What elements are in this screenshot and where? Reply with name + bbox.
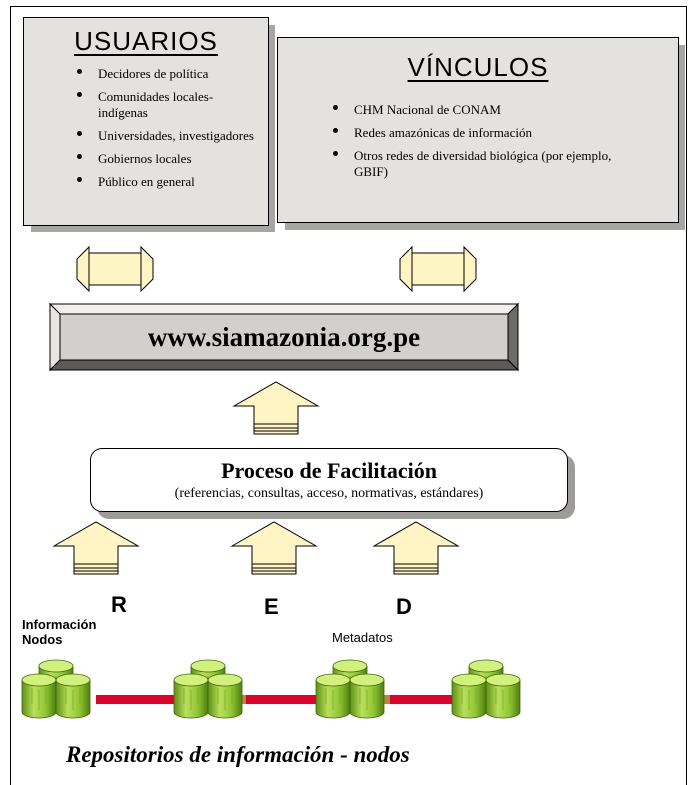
list-item: Redes amazónicas de información (328, 125, 648, 141)
proceso-box: Proceso de Facilitación (referencias, co… (90, 448, 568, 512)
info-nodos-label: Información Nodos (22, 617, 96, 647)
portal-url-banner[interactable]: www.siamazonia.org.pe (48, 302, 520, 372)
list-item: Público en general (72, 174, 262, 190)
vinculos-list: CHM Nacional de CONAM Redes amazónicas d… (328, 102, 648, 187)
list-item: Gobiernos locales (72, 151, 262, 167)
database-cluster-3 (316, 660, 384, 718)
up-arrow-portal (232, 381, 320, 435)
list-item: Decidores de política (72, 66, 262, 82)
frame-left (10, 6, 11, 785)
list-item: Universidades, investigadores (72, 128, 262, 144)
info-label-line1: Información (22, 617, 97, 632)
list-item: Otros redes de diversidad biológica (por… (328, 148, 648, 180)
double-arrow-left (76, 245, 154, 293)
letter-d: D (396, 594, 412, 619)
database-cluster-1 (22, 660, 90, 718)
portal-url: www.siamazonia.org.pe (147, 321, 421, 352)
repositorios-label: Repositorios de información - nodos (66, 742, 410, 767)
database-cluster-2 (174, 660, 242, 718)
proceso-subtitle: (referencias, consultas, acceso, normati… (174, 486, 484, 501)
frame-right (686, 6, 687, 785)
usuarios-title: USUARIOS (74, 26, 218, 56)
up-arrow-d (372, 521, 460, 575)
letter-e: E (264, 594, 279, 619)
link-stub-3 (382, 695, 390, 704)
proceso-title: Proceso de Facilitación (221, 458, 437, 483)
list-item: Comunidades locales-indígenas (72, 89, 262, 121)
list-item: CHM Nacional de CONAM (328, 102, 648, 118)
usuarios-list: Decidores de política Comunidades locale… (72, 66, 262, 197)
node-network (0, 650, 693, 740)
up-arrow-e (230, 521, 318, 575)
metadatos-label: Metadatos (332, 630, 393, 645)
database-cluster-4 (452, 660, 520, 718)
bevel-frame (48, 302, 520, 372)
up-arrow-r (52, 521, 140, 575)
vinculos-title: VÍNCULOS (407, 52, 549, 82)
link-2 (244, 695, 318, 704)
double-arrow-right (399, 245, 477, 293)
usuarios-box: USUARIOS Decidores de política Comunidad… (23, 17, 269, 226)
letter-r: R (111, 592, 127, 617)
link-1 (96, 695, 178, 704)
vinculos-box: VÍNCULOS CHM Nacional de CONAM Redes ama… (277, 37, 679, 223)
info-label-line2: Nodos (22, 632, 63, 647)
frame-top (10, 6, 686, 7)
link-3 (384, 695, 456, 704)
